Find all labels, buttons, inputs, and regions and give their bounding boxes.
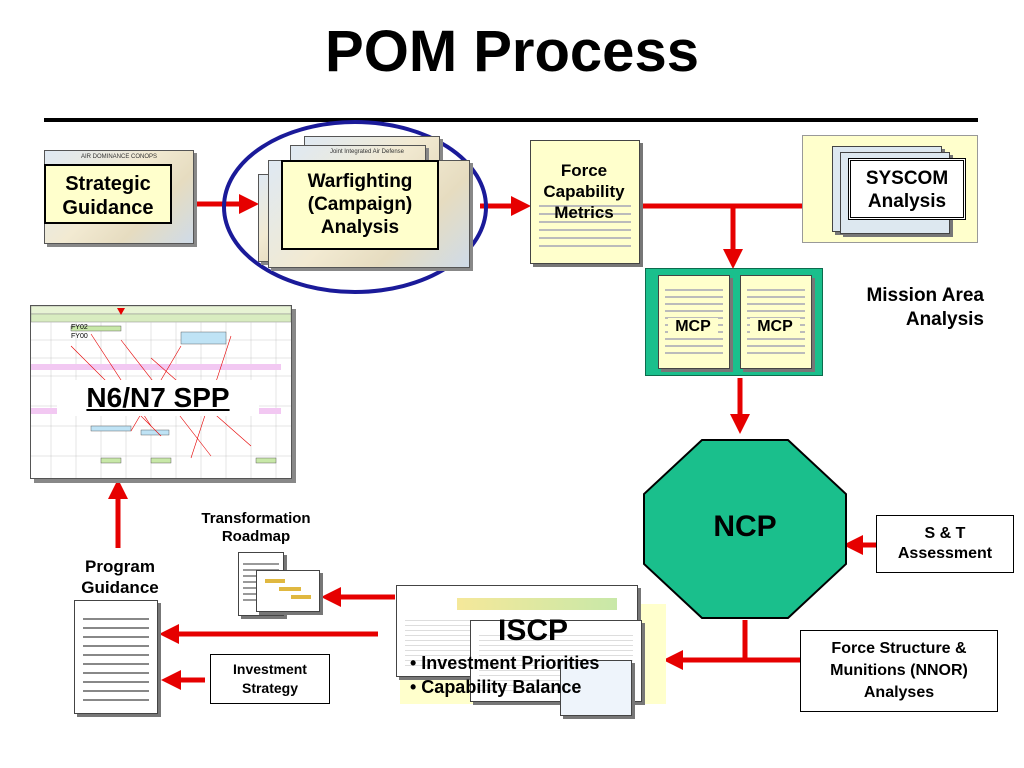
metrics-document — [530, 140, 640, 264]
roadmap-gantt-icon — [265, 579, 311, 599]
strategic-guidance-box[interactable]: Strategic Guidance — [44, 164, 172, 224]
transformation-roadmap-label: Transformation Roadmap — [201, 510, 311, 545]
conops-caption: AIR DOMINANCE CONOPS — [80, 154, 157, 160]
force-capability-metrics-label[interactable]: Force Capability Metrics — [543, 161, 625, 222]
campaign-caption: Joint Integrated Air Defense — [329, 149, 405, 155]
spp-fy-label-1: FY02 — [71, 324, 88, 331]
force-structure-box[interactable]: Force Structure & Munitions (NNOR) Analy… — [800, 630, 998, 712]
ncp-label: NCP — [713, 510, 777, 543]
mcp-right-label[interactable]: MCP — [750, 318, 800, 337]
st-assessment-box[interactable]: S & T Assessment — [876, 515, 1014, 573]
spp-fy-label-2: FY00 — [71, 333, 88, 340]
title-divider — [44, 118, 978, 122]
mcp-left-label[interactable]: MCP — [668, 318, 718, 337]
spp-label[interactable]: N6/N7 SPP — [57, 380, 259, 417]
iscp-bullet-investment-priorities: • Investment Priorities — [410, 653, 600, 673]
program-guidance-label: Program Guidance — [81, 557, 159, 597]
warfighting-analysis-box[interactable]: Warfighting (Campaign) Analysis — [281, 160, 439, 250]
warfighting-ellipse — [222, 120, 488, 294]
roadmap-doc-front — [256, 570, 320, 612]
mission-area-analysis-label: Mission Area Analysis — [866, 285, 984, 330]
iscp-bullet-capability-balance: • Capability Balance — [410, 677, 582, 697]
program-guidance-document[interactable] — [74, 600, 158, 714]
ncp-octagon[interactable] — [642, 438, 848, 620]
investment-strategy-box[interactable]: Investment Strategy — [210, 654, 330, 704]
iscp-title[interactable]: ISCP — [497, 614, 569, 647]
iscp-sheet-front — [560, 660, 632, 716]
page-title: POM Process — [325, 19, 699, 84]
syscom-analysis-box[interactable]: SYSCOM Analysis — [848, 158, 966, 220]
